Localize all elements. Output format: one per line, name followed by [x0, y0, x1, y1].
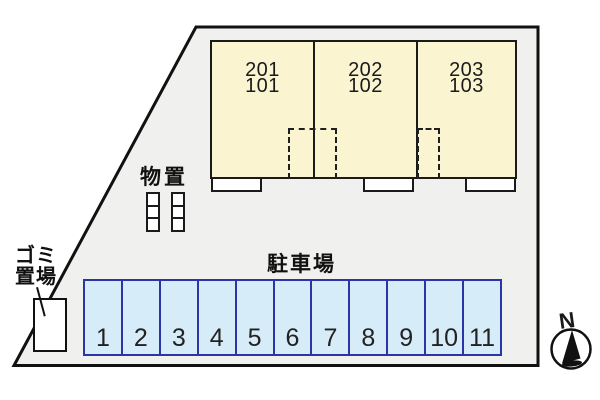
storage-locker — [171, 192, 185, 232]
parking-space: 10 — [424, 281, 463, 354]
parking-space: 4 — [196, 281, 235, 354]
entrance-dashed-outline — [417, 128, 440, 179]
garbage-label-line1: ゴミ — [15, 245, 57, 267]
unit-lower-number: 102 — [348, 75, 383, 97]
parking-space: 7 — [310, 281, 349, 354]
unit-lower-number: 103 — [449, 75, 484, 97]
entrance-porch — [211, 177, 262, 192]
parking-space: 2 — [120, 281, 159, 354]
storage-locker — [146, 192, 160, 232]
parking-space-number: 1 — [96, 324, 110, 352]
parking-space: 1 — [85, 281, 121, 354]
parking-space: 11 — [462, 281, 500, 354]
parking-space: 6 — [272, 281, 311, 354]
unit-label-203-103: 203 103 — [418, 59, 515, 97]
parking-label: 駐車場 — [267, 253, 336, 276]
parking-space-number: 7 — [323, 324, 338, 352]
parking-space-number: 8 — [361, 324, 376, 352]
garbage-label-line2: 置場 — [15, 266, 57, 288]
unit-lower-number: 101 — [245, 75, 280, 97]
unit-divider — [416, 42, 418, 177]
unit-upper-number: 203 — [449, 59, 484, 81]
parking-space-number: 3 — [171, 324, 186, 352]
unit-upper-number: 202 — [348, 59, 383, 81]
unit-label-201-101: 201 101 — [212, 59, 313, 97]
parking-space-number: 6 — [285, 324, 300, 352]
parking-space: 5 — [234, 281, 273, 354]
parking-space: 8 — [348, 281, 387, 354]
unit-label-202-102: 202 102 — [315, 59, 416, 97]
compass-rose-icon — [550, 328, 592, 370]
garbage-area-label: ゴミ 置場 — [15, 246, 57, 288]
parking-space-number: 2 — [133, 324, 148, 352]
parking-space-number: 5 — [247, 324, 262, 352]
entrance-porch — [363, 177, 414, 192]
entrance-dashed-outline — [288, 128, 337, 179]
parking-space: 3 — [158, 281, 197, 354]
parking-space-number: 4 — [209, 324, 224, 352]
unit-upper-number: 201 — [245, 59, 280, 81]
parking-lot: 1 2 3 4 5 6 7 8 9 10 11 — [83, 279, 502, 356]
parking-space-number: 10 — [430, 324, 459, 352]
entrance-porch — [465, 177, 516, 192]
building: 201 101 202 102 203 103 — [210, 40, 517, 179]
garbage-bin-area — [33, 298, 67, 352]
parking-space-number: 11 — [469, 324, 495, 352]
storage-label: 物置 — [140, 166, 188, 189]
parking-space-number: 9 — [399, 324, 414, 352]
unit-divider — [313, 42, 315, 177]
parking-space: 9 — [386, 281, 425, 354]
